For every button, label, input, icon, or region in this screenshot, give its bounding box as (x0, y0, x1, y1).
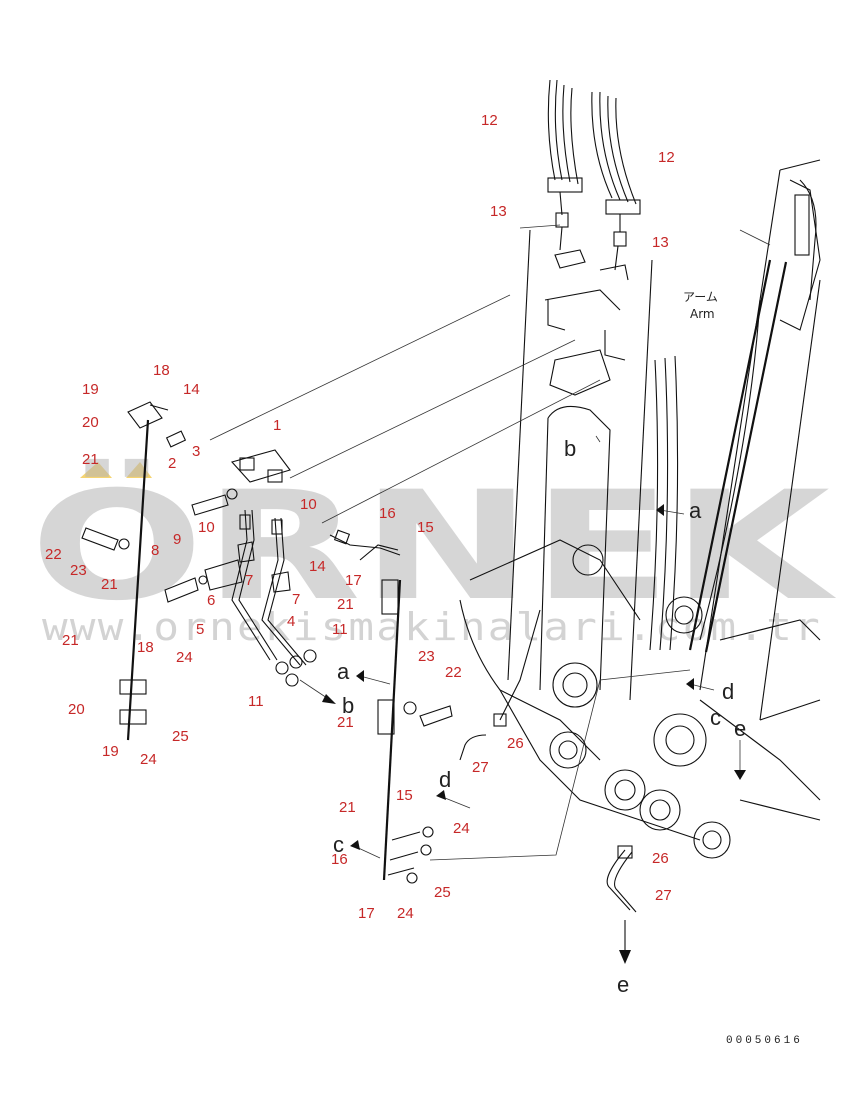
hose-bundle-left (547, 79, 583, 251)
part-label: 14 (309, 558, 326, 575)
part-label: 12 (481, 112, 498, 129)
part-label: 26 (507, 735, 524, 752)
part-label: 16 (379, 505, 396, 522)
part-label: 8 (151, 542, 159, 559)
part-label: 4 (287, 613, 295, 630)
part-label: 9 (173, 531, 181, 548)
part-label: 6 (207, 592, 215, 609)
hose-bundle-right (591, 91, 641, 271)
arm-label-en: Arm (690, 307, 715, 321)
connector-letter: e (734, 716, 746, 741)
drawing-code: 00050616 (726, 1035, 803, 1047)
part-label: 23 (418, 648, 435, 665)
part-label: 21 (337, 596, 354, 613)
part-labels: 1 2 3 4 5 6 7 7 8 9 10 10 11 11 12 12 13… (45, 112, 675, 922)
part-label: 25 (434, 884, 451, 901)
part-label: 21 (62, 632, 79, 649)
part-label: 11 (248, 693, 264, 710)
flow-arrows (299, 435, 746, 859)
part-label: 10 (198, 519, 215, 536)
left-pipe-assembly (81, 401, 401, 741)
part-label: 21 (339, 799, 356, 816)
part-label: 18 (137, 639, 154, 656)
part-label: 11 (332, 621, 348, 638)
part-label: 24 (453, 820, 470, 837)
connector-letter: c (710, 705, 721, 730)
connector-letter: b (342, 693, 354, 718)
part-label: 10 (300, 496, 317, 513)
bottom-pipe (606, 845, 637, 964)
part-label: 16 (331, 851, 348, 868)
part-label: 20 (68, 701, 85, 718)
part-label: 13 (490, 203, 507, 220)
middle-rod-assembly (377, 579, 541, 884)
part-label: 27 (472, 759, 489, 776)
part-label: 5 (196, 621, 204, 638)
part-label: 23 (70, 562, 87, 579)
connector-letters: a a b b c c d d e e (333, 436, 746, 997)
connector-letter: b (564, 436, 576, 461)
part-label: 3 (192, 443, 200, 460)
connector-letter: a (689, 498, 702, 523)
connector-letter: a (337, 659, 350, 684)
part-label: 21 (101, 576, 118, 593)
part-label: 25 (172, 728, 189, 745)
part-label: 17 (345, 572, 362, 589)
part-label: 19 (102, 743, 119, 760)
connector-letter: d (722, 679, 734, 704)
part-label: 2 (168, 455, 176, 472)
part-label: 13 (652, 234, 669, 251)
connector-letter: e (617, 972, 629, 997)
part-label: 17 (358, 905, 375, 922)
part-label: 27 (655, 887, 672, 904)
arm-structure (459, 159, 821, 859)
part-label: 7 (245, 572, 253, 589)
part-label: 19 (82, 381, 99, 398)
watermark-brand: ÖRNEK (30, 458, 836, 634)
part-label: 24 (140, 751, 157, 768)
watermark: ÖRNEK www.ornekismakinalari.com.tr (30, 458, 836, 649)
part-label: 18 (153, 362, 170, 379)
part-label: 22 (45, 546, 62, 563)
arm-label: アーム Arm (683, 290, 718, 321)
part-label: 24 (397, 905, 414, 922)
part-label: 21 (337, 714, 354, 731)
part-label: 12 (658, 149, 675, 166)
watermark-accent (80, 462, 152, 478)
part-label: 21 (82, 451, 99, 468)
part-label: 15 (396, 787, 413, 804)
part-label: 1 (273, 417, 281, 434)
part-label: 20 (82, 414, 99, 431)
connector-letter: d (439, 767, 451, 792)
connection-lines (209, 224, 771, 861)
part-label: 26 (652, 850, 669, 867)
part-label: 14 (183, 381, 200, 398)
arm-label-jp: アーム (683, 290, 718, 304)
part-label: 24 (176, 649, 193, 666)
part-label: 22 (445, 664, 462, 681)
watermark-url: www.ornekismakinalari.com.tr (42, 605, 822, 649)
part-label: 7 (292, 591, 300, 608)
connector-letter: c (333, 832, 344, 857)
part-label: 15 (417, 519, 434, 536)
